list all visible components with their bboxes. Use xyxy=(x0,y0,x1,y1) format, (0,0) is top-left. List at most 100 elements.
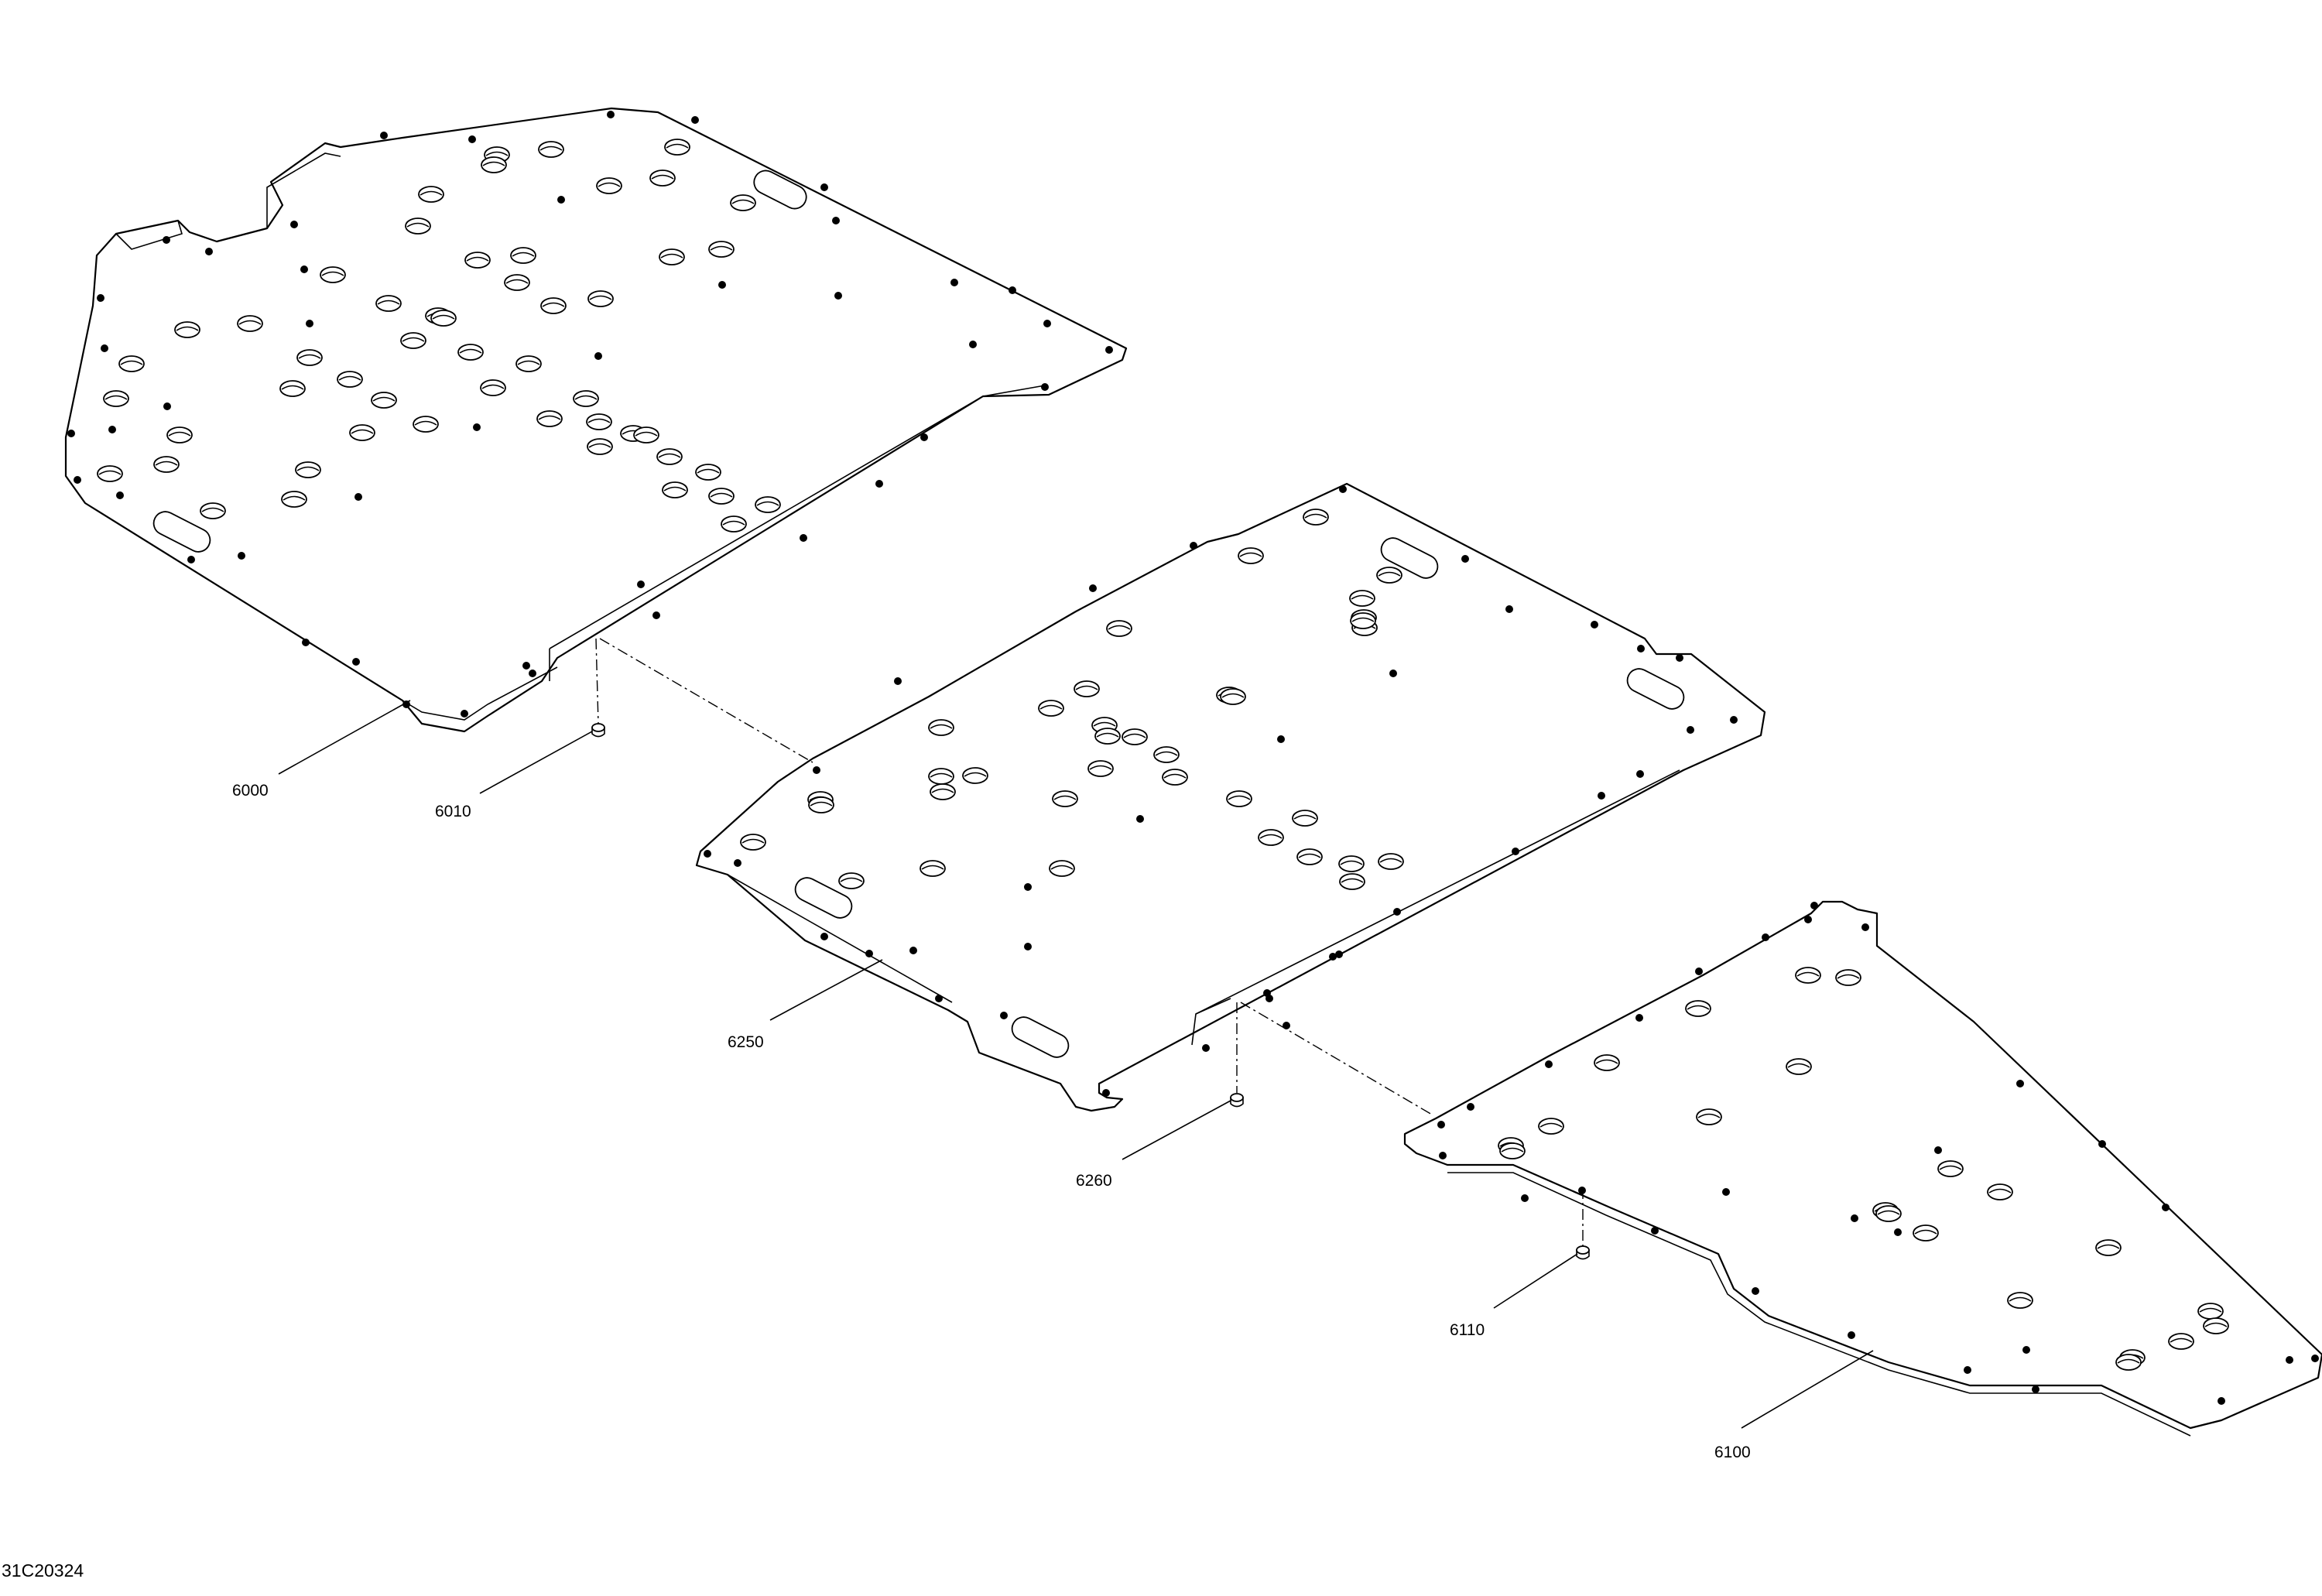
drain-hole xyxy=(2007,1292,2033,1309)
hole-rim xyxy=(517,360,540,365)
rivet xyxy=(969,341,977,348)
drain-hole xyxy=(587,438,613,455)
drain-hole xyxy=(166,426,193,444)
drain-hole xyxy=(1538,1118,1564,1135)
hole-rim xyxy=(587,418,611,423)
hole-rim xyxy=(420,190,443,196)
hole-rim xyxy=(658,453,681,458)
rivet xyxy=(1190,542,1197,550)
drain-hole xyxy=(1913,1224,1939,1242)
drain-hole xyxy=(1875,1205,1902,1222)
drain-hole xyxy=(1292,810,1318,827)
rivet xyxy=(1024,943,1032,950)
plate-6000[interactable] xyxy=(64,107,1128,733)
hole-rim xyxy=(931,788,954,793)
rivet xyxy=(101,344,108,352)
drain-hole xyxy=(279,380,306,397)
drain-hole xyxy=(237,315,263,332)
rivet xyxy=(935,995,943,1002)
drain-hole xyxy=(649,170,676,187)
drain-hole xyxy=(708,241,735,258)
rivet xyxy=(1598,792,1605,800)
hole-rim xyxy=(921,865,944,870)
hole-rim xyxy=(731,199,755,204)
rivet xyxy=(1136,815,1144,823)
hole-rim xyxy=(432,314,455,320)
drain-hole xyxy=(1350,612,1376,629)
rivet xyxy=(834,292,842,300)
hole-rim xyxy=(466,256,489,262)
rivet xyxy=(557,196,565,204)
hole-rim xyxy=(283,495,306,501)
drain-hole xyxy=(1153,746,1180,763)
rivet xyxy=(380,132,388,139)
rivet xyxy=(1283,1022,1290,1029)
rivet xyxy=(1752,1287,1759,1295)
drain-hole xyxy=(405,217,431,235)
hole-rim xyxy=(2204,1322,2228,1327)
rivet xyxy=(163,402,171,410)
rivet xyxy=(290,221,298,228)
hole-rim xyxy=(2199,1307,2222,1313)
callout-6110: 6110 xyxy=(1450,1321,1485,1339)
hole-rim xyxy=(574,395,598,400)
fastener-6010[interactable] xyxy=(591,723,605,738)
hole-rim xyxy=(321,271,344,276)
drain-hole xyxy=(662,481,688,498)
drain-hole xyxy=(1786,1058,1812,1075)
hole-rim xyxy=(1163,773,1187,779)
drain-hole xyxy=(1937,1160,1964,1177)
hole-rim xyxy=(697,468,720,474)
rivet xyxy=(691,116,699,124)
rivet xyxy=(1089,584,1097,592)
rivet xyxy=(637,581,645,588)
fastener-6260[interactable] xyxy=(1230,1093,1244,1108)
hole-rim xyxy=(1239,552,1262,557)
hole-rim xyxy=(710,492,733,498)
drain-hole xyxy=(1376,567,1402,584)
drain-hole xyxy=(586,413,612,430)
hole-rim xyxy=(1053,795,1077,800)
rivet xyxy=(108,426,116,433)
hole-rim xyxy=(722,520,745,526)
drain-hole xyxy=(296,349,323,366)
rivet xyxy=(909,947,917,954)
hole-rim xyxy=(538,415,561,420)
rivet xyxy=(1861,923,1869,931)
hole-rim xyxy=(98,470,122,475)
rivet xyxy=(1439,1152,1447,1159)
hole-rim xyxy=(1089,765,1112,770)
drain-hole xyxy=(1696,1108,1722,1125)
rivet xyxy=(1277,735,1285,743)
drain-hole xyxy=(1162,769,1188,786)
drain-hole xyxy=(659,248,685,265)
rivet xyxy=(1810,902,1818,909)
drain-hole xyxy=(740,834,766,851)
hole-rim xyxy=(666,143,689,149)
rivet xyxy=(1521,1194,1529,1202)
hole-rim xyxy=(485,151,509,156)
hole-rim xyxy=(964,772,987,777)
rivet xyxy=(238,552,245,560)
rivet xyxy=(1437,1121,1445,1129)
hole-rim xyxy=(414,420,437,426)
hole-rim xyxy=(1877,1210,1900,1215)
drain-hole xyxy=(481,156,507,173)
rivet xyxy=(1329,953,1337,961)
hole-rim xyxy=(1787,1063,1810,1068)
hole-rim xyxy=(1988,1188,2012,1194)
hole-rim xyxy=(377,300,400,305)
hole-rim xyxy=(840,877,863,882)
figure-code: 31C20324 xyxy=(2,1560,84,1581)
plate-6100[interactable] xyxy=(1403,900,2322,1437)
rivet xyxy=(1637,645,1645,652)
fastener-6110[interactable] xyxy=(1576,1245,1590,1260)
alignment-lines xyxy=(595,638,1584,1246)
drain-hole xyxy=(1835,969,1861,986)
callout-6260: 6260 xyxy=(1076,1172,1112,1190)
drain-hole xyxy=(2203,1317,2229,1334)
hole-rim xyxy=(120,360,143,365)
hole-rim xyxy=(482,161,505,166)
rivet xyxy=(1105,346,1113,354)
plate-6250[interactable] xyxy=(695,482,1766,1112)
